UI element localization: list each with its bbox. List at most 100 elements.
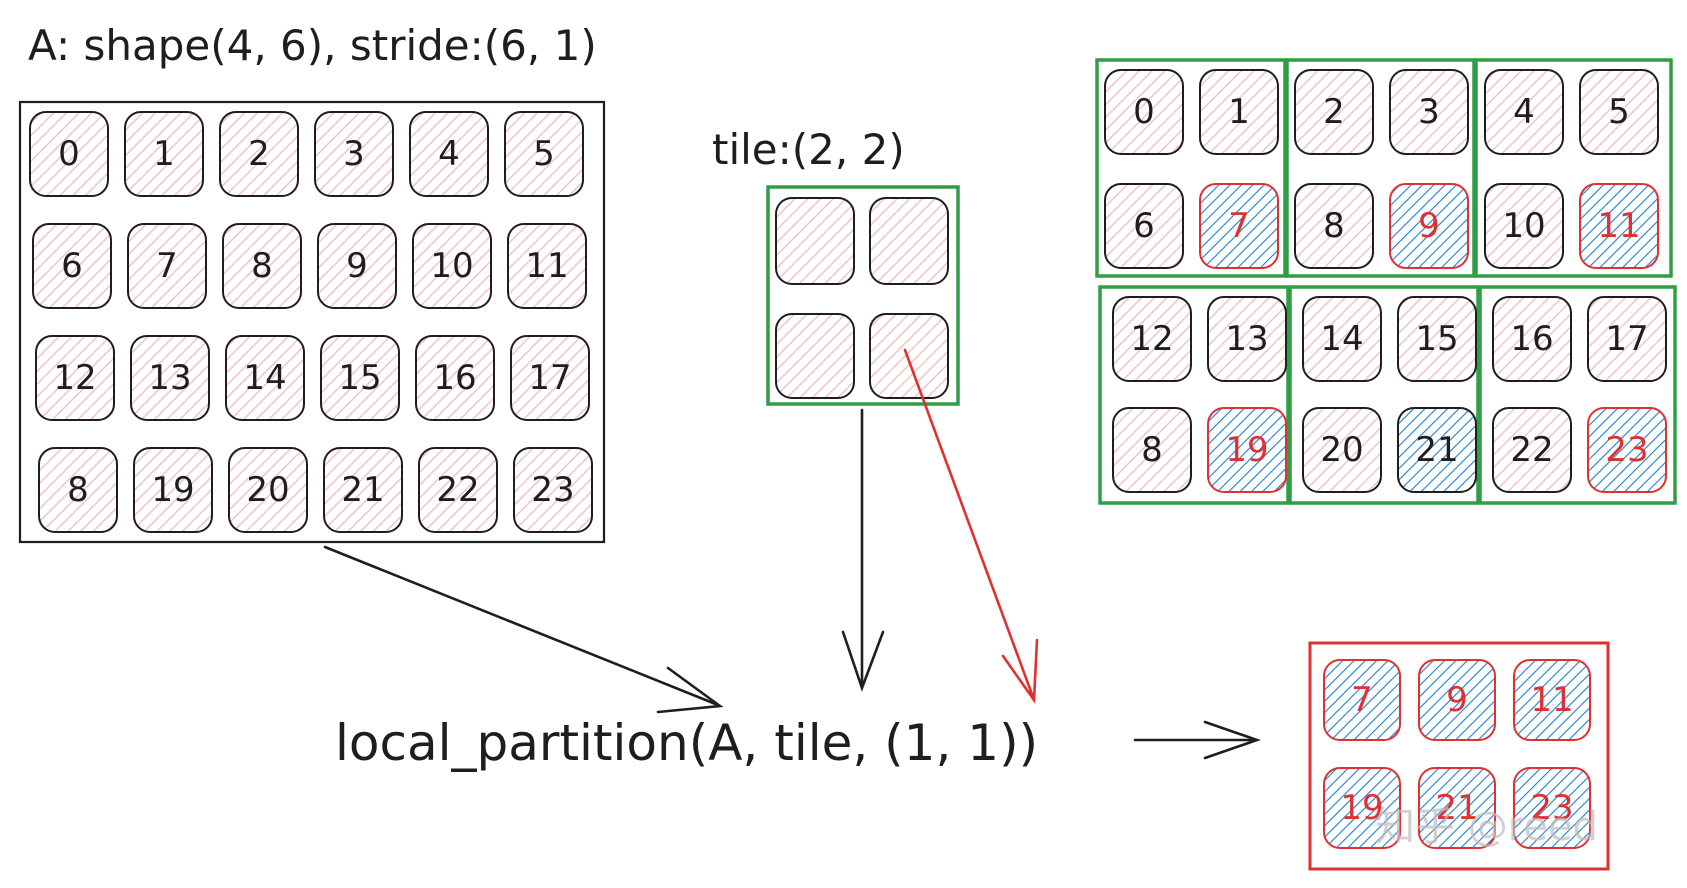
matrix-a-cell-label: 16: [433, 358, 476, 398]
matrix-a-cell: [513, 447, 593, 533]
tiled-cell-label: 13: [1225, 319, 1268, 359]
tiled-view-frames: [1095, 58, 1677, 505]
tiled-cell-label: 7: [1228, 206, 1250, 246]
matrix-a-cell: [418, 447, 498, 533]
arrow-tile-cell-to-call: [903, 348, 1039, 704]
matrix-a-cell-label: 15: [338, 358, 381, 398]
call-text: local_partition(A, tile, (1, 1)): [335, 714, 1038, 772]
tiled-cell: [1302, 296, 1382, 382]
result-cell-label: 19: [1340, 788, 1383, 828]
arrow-tile-to-call: [841, 408, 885, 692]
tiled-cell-label: 21: [1415, 430, 1458, 470]
tiled-cell-label: 22: [1510, 430, 1553, 470]
matrix-a-cell-label: 8: [251, 246, 273, 286]
tiled-cell: [1484, 183, 1564, 269]
tiled-cell-label: 1: [1228, 92, 1250, 132]
tiled-cell: [1397, 407, 1477, 493]
tiled-cell: [1492, 407, 1572, 493]
matrix-a-cell: [32, 223, 112, 309]
tiled-cell: [1199, 69, 1279, 155]
tiled-cell: [1492, 296, 1572, 382]
tiled-cell: [1104, 69, 1184, 155]
tiled-cell-label: 11: [1597, 206, 1640, 246]
matrix-a-cell: [317, 223, 397, 309]
matrix-a-cell-label: 11: [525, 246, 568, 286]
tiled-cell-label: 0: [1133, 92, 1155, 132]
tiled-cell-label: 5: [1608, 92, 1630, 132]
matrix-a-cell: [222, 223, 302, 309]
matrix-a-cell: [228, 447, 308, 533]
matrix-a-cell-label: 5: [533, 134, 555, 174]
tile-block-frame: [1474, 58, 1673, 278]
matrix-a-frame: [18, 100, 606, 544]
matrix-a-cell: [323, 447, 403, 533]
tiled-cell-label: 15: [1415, 319, 1458, 359]
tiled-cell: [1587, 296, 1667, 382]
tile-cell: [775, 313, 855, 399]
result-cell: [1323, 767, 1401, 849]
matrix-a-cell: [415, 335, 495, 421]
tiled-cell-label: 8: [1141, 430, 1163, 470]
matrix-title: A: shape(4, 6), stride:(6, 1): [28, 21, 597, 70]
tiled-cell: [1294, 183, 1374, 269]
matrix-a-cell: [225, 335, 305, 421]
tiled-cell-label: 14: [1320, 319, 1363, 359]
matrix-a-cell: [124, 111, 204, 197]
tiled-cell-label: 9: [1418, 206, 1440, 246]
result-cell: [1513, 767, 1591, 849]
tiled-cell-label: 19: [1225, 430, 1268, 470]
matrix-a-cell-label: 1: [153, 134, 175, 174]
matrix-a-cell: [412, 223, 492, 309]
result-cell-label: 9: [1446, 680, 1468, 720]
tiled-cell-label: 8: [1323, 206, 1345, 246]
matrix-a-cell: [130, 335, 210, 421]
tiled-cell: [1199, 183, 1279, 269]
tile-block-frame: [1285, 58, 1476, 278]
matrix-a-cell-label: 2: [248, 134, 270, 174]
matrix-a-cell-label: 23: [531, 470, 574, 510]
tiled-cell: [1484, 69, 1564, 155]
tiled-cell: [1302, 407, 1382, 493]
matrix-a-cell-label: 22: [436, 470, 479, 510]
arrow-call-to-result: [1133, 720, 1261, 760]
matrix-a-cell-label: 12: [53, 358, 96, 398]
tiled-cell-label: 2: [1323, 92, 1345, 132]
tile-cells: [775, 197, 949, 399]
result-cell: [1418, 659, 1496, 741]
matrix-a-cell: [127, 223, 207, 309]
tiled-cell-label: 3: [1418, 92, 1440, 132]
matrix-a-cell: [29, 111, 109, 197]
matrix-a-cell-label: 0: [58, 134, 80, 174]
matrix-a-cell-label: 14: [243, 358, 286, 398]
matrix-a-cell: [314, 111, 394, 197]
matrix-a-cell: [510, 335, 590, 421]
tiled-cell: [1112, 296, 1192, 382]
tile-block-frame: [1288, 285, 1480, 505]
tiled-cell-label: 4: [1513, 92, 1535, 132]
tiled-cell: [1104, 183, 1184, 269]
matrix-a-cell: [38, 447, 118, 533]
matrix-a-cell: [133, 447, 213, 533]
tile-block-frame: [1478, 285, 1677, 505]
matrix-a-cell-label: 4: [438, 134, 460, 174]
matrix-a-cell: [35, 335, 115, 421]
tile-frame: [766, 185, 960, 406]
result-cell: [1323, 659, 1401, 741]
tiled-cell: [1397, 296, 1477, 382]
matrix-a-cell-label: 19: [151, 470, 194, 510]
tiled-cell-label: 12: [1130, 319, 1173, 359]
matrix-a-cell-label: 3: [343, 134, 365, 174]
tile-title: tile:(2, 2): [712, 125, 905, 174]
matrix-a-cell: [409, 111, 489, 197]
tiled-cell: [1579, 69, 1659, 155]
tiled-cell: [1207, 407, 1287, 493]
result-cell-label: 21: [1435, 788, 1478, 828]
arrow-matrix-to-call: [323, 545, 724, 714]
matrix-a-cell-label: 7: [156, 246, 178, 286]
tiled-cell: [1294, 69, 1374, 155]
tiled-cell-label: 10: [1502, 206, 1545, 246]
